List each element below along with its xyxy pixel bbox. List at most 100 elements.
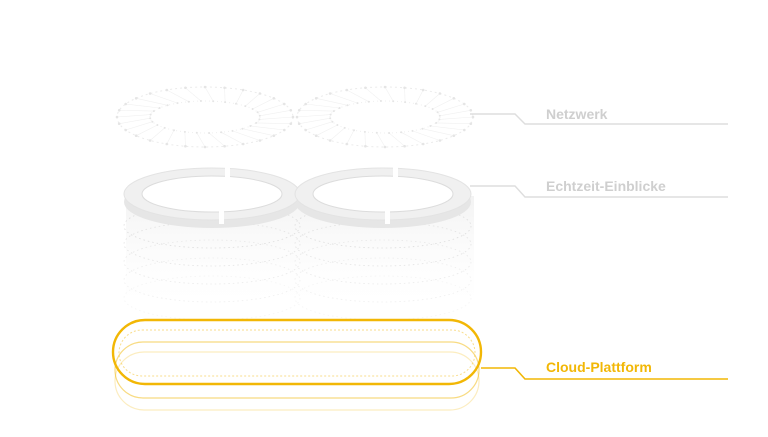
mesh-node — [289, 122, 293, 125]
mesh-node — [329, 117, 332, 120]
mesh-node — [332, 110, 335, 113]
mesh-node — [258, 139, 262, 142]
mesh-node — [463, 102, 466, 106]
mesh-node — [235, 102, 237, 105]
mesh-node — [289, 109, 293, 112]
mesh-node — [415, 102, 417, 105]
mesh-node — [163, 126, 166, 129]
mesh-node — [184, 144, 187, 148]
mesh-node — [424, 105, 427, 108]
mesh-link — [259, 110, 291, 117]
mesh-node — [117, 109, 121, 112]
mesh-node — [251, 108, 254, 110]
mesh-node — [165, 88, 169, 92]
mesh-node — [328, 92, 332, 95]
mesh-node — [148, 139, 152, 142]
mesh-node — [331, 120, 334, 123]
mesh-link — [119, 110, 154, 112]
mesh-link — [166, 89, 189, 102]
mesh-node — [297, 109, 301, 112]
mesh-node — [403, 144, 406, 148]
mesh-node — [124, 128, 127, 132]
mesh-link — [415, 89, 424, 104]
mesh-node — [124, 102, 127, 106]
mesh-link — [257, 103, 285, 113]
mesh-link — [365, 87, 382, 102]
mesh-node — [149, 117, 152, 120]
mesh-node — [165, 142, 169, 146]
mesh-link — [250, 125, 285, 131]
mesh-node — [304, 102, 308, 106]
mesh-link — [259, 116, 294, 120]
mesh-node — [314, 97, 318, 100]
layer-label-cloud: Cloud-Plattform — [546, 359, 652, 375]
mesh-node — [203, 85, 207, 89]
mesh-link — [256, 122, 291, 124]
cylinder-slice — [123, 275, 301, 321]
mesh-link — [296, 114, 331, 118]
mesh-node — [431, 108, 434, 110]
layer-label-insights: Echtzeit-Einblicke — [546, 178, 666, 194]
mesh-node — [223, 86, 226, 90]
mesh-node — [363, 130, 366, 133]
mesh-link — [224, 87, 226, 103]
mesh-node — [469, 109, 473, 112]
cylinder-slice — [123, 257, 301, 303]
mesh-link — [150, 93, 178, 104]
mesh-node — [471, 115, 475, 119]
mesh-node — [176, 102, 179, 105]
mesh-node — [158, 107, 161, 109]
mesh-link — [404, 87, 406, 103]
mesh-link — [439, 116, 474, 120]
mesh-link — [136, 98, 168, 106]
mesh-node — [223, 144, 226, 148]
mesh-node — [375, 131, 378, 134]
mesh-node — [272, 134, 276, 137]
cylinder-slice — [123, 221, 301, 267]
mesh-node — [117, 122, 121, 125]
mesh-node — [199, 100, 202, 102]
mesh-node — [345, 142, 349, 146]
mesh-node — [392, 100, 395, 103]
mesh-node — [115, 115, 119, 119]
cylinder-slice — [123, 203, 301, 249]
mesh-node — [469, 122, 473, 125]
mesh-link — [329, 127, 345, 141]
mesh-link — [232, 130, 260, 141]
mesh-link — [412, 130, 440, 141]
mesh-link — [425, 93, 441, 107]
mesh-link — [242, 128, 274, 136]
mesh-link — [221, 132, 244, 145]
mesh-link — [125, 121, 153, 131]
mesh-node — [156, 124, 159, 126]
mesh-node — [195, 131, 198, 134]
cloud-leader-line — [481, 367, 728, 380]
mesh-node — [258, 118, 261, 121]
mesh-node — [343, 126, 346, 129]
mesh-link — [376, 132, 386, 148]
mesh-node — [356, 102, 359, 105]
mesh-link — [346, 130, 355, 145]
mesh-node — [438, 92, 442, 95]
insights-leader-line — [470, 185, 728, 198]
mesh-node — [297, 122, 301, 125]
mesh-node — [421, 88, 425, 92]
mesh-link — [346, 89, 369, 102]
mesh-node — [346, 104, 349, 107]
mesh-node — [148, 92, 152, 95]
mesh-link — [422, 128, 454, 136]
mesh-node — [272, 97, 276, 100]
mesh-link — [299, 117, 331, 124]
mesh-link — [125, 103, 160, 109]
mesh-node — [421, 127, 424, 130]
mesh-node — [134, 134, 138, 137]
mesh-link — [316, 124, 338, 136]
mesh-node — [295, 115, 299, 119]
mesh-node — [241, 142, 245, 146]
mesh-node — [364, 86, 367, 90]
mesh-node — [364, 144, 367, 148]
mesh-node — [438, 139, 442, 142]
mesh-node — [249, 125, 252, 127]
